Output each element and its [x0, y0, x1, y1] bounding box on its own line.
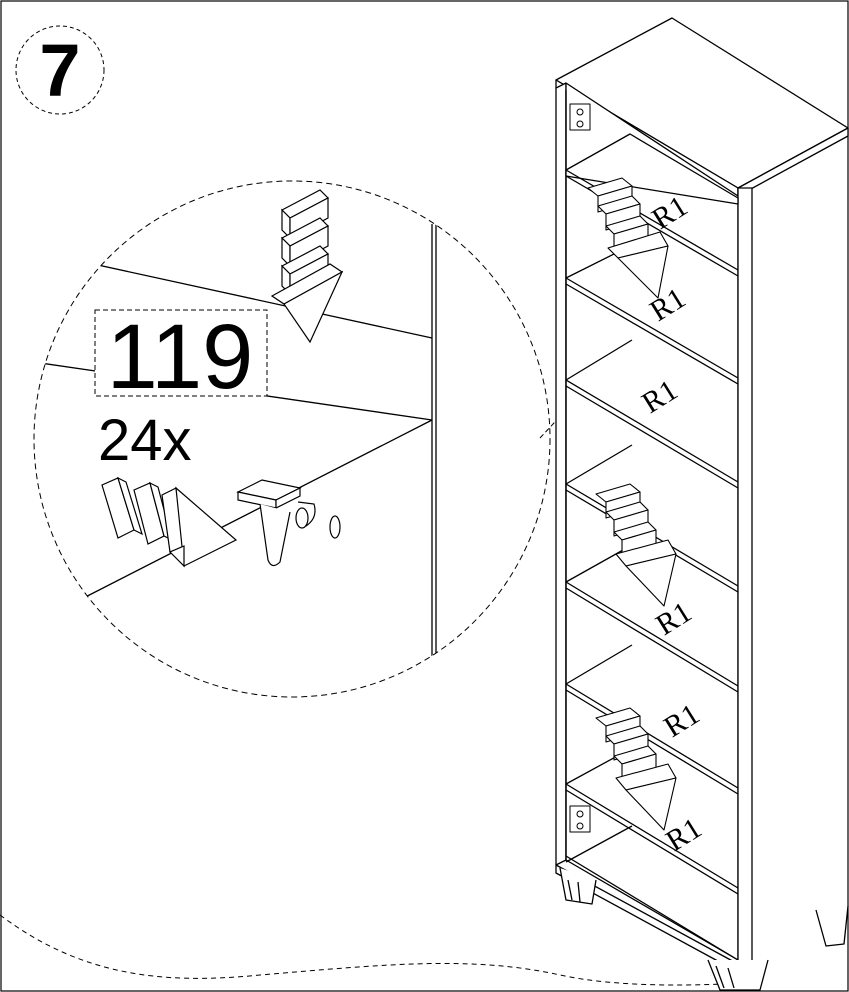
- cabinet-left-side: [555, 82, 567, 866]
- down-arrow-cabinet-3: [595, 707, 677, 831]
- cut-line: [0, 914, 761, 986]
- cabinet-shelves: [565, 133, 739, 961]
- wall-bracket-icon: [569, 103, 591, 833]
- shelf-pin-icon: [236, 479, 341, 567]
- step-number: 7: [39, 29, 80, 112]
- part-code: 119: [107, 306, 254, 408]
- right-arrow-zoom: [101, 476, 238, 568]
- cabinet: [555, 17, 849, 991]
- cabinet-legs: [559, 867, 849, 991]
- down-arrow-zoom: [270, 189, 344, 344]
- cabinet-right-side: [737, 187, 753, 965]
- down-arrow-cabinet-2: [595, 483, 677, 607]
- detail-zoom: 119 24x: [33, 180, 551, 698]
- step-badge: 7: [15, 25, 105, 115]
- part-code-box: [94, 309, 268, 397]
- part-quantity: 24x: [98, 408, 192, 473]
- down-arrow-cabinet-1: [587, 177, 669, 299]
